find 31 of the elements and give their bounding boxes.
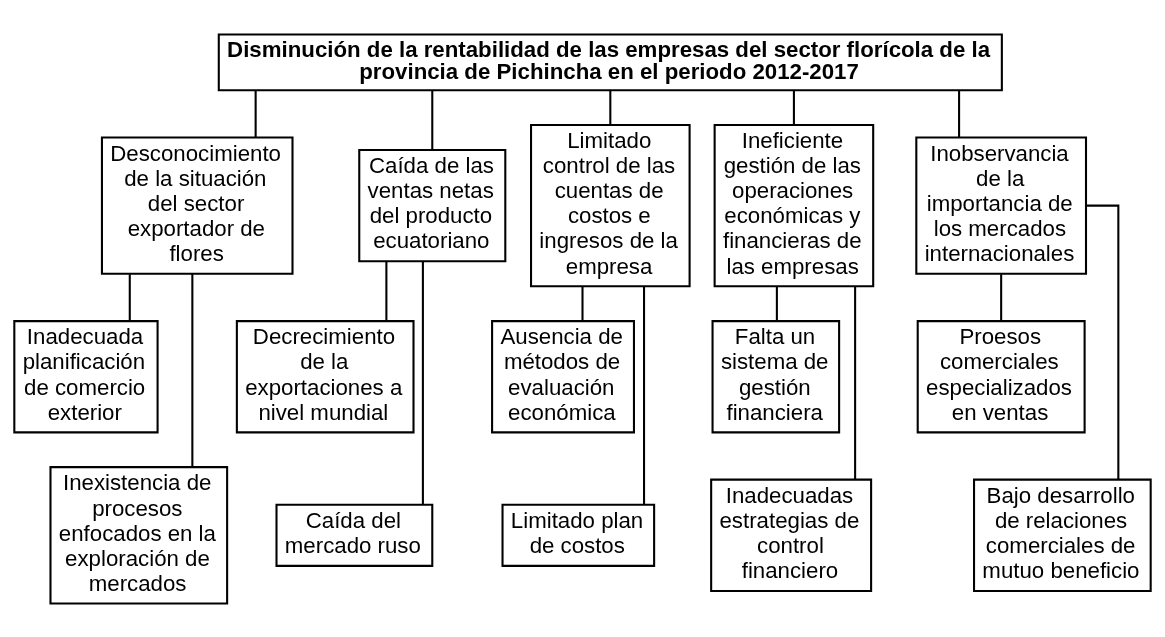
connector — [792, 90, 795, 124]
connector — [385, 261, 388, 321]
connector — [128, 273, 131, 321]
node-box: Bajo desarrollo de relaciones comerciales de mutuo beneficio — [973, 478, 1152, 592]
node-box: Proesos comerciales especializados en ventas — [916, 319, 1086, 433]
node-box: Inobservancia de la importancia de los mercados internacionales — [915, 135, 1088, 275]
node-box: Ineficiente gestión de las operaciones económicas y financieras de las empresas — [713, 123, 875, 287]
connector — [581, 286, 584, 321]
node-box: Ausencia de métodos de evaluación económica — [491, 319, 635, 433]
connector — [958, 90, 961, 137]
node-box: Limitado plan de costos — [501, 503, 656, 567]
node-box: Disminución de la rentabilidad de las empresas del sector florícola de la provincia de Pichincha en el periodo 2012-2017 — [217, 33, 1003, 91]
node-box: Inadecuadas estrategias de control financiero — [710, 478, 873, 592]
connector — [191, 273, 194, 467]
node-box: Decrecimiento de la exportaciones a nivel mundial — [235, 319, 415, 433]
node-box: Inadecuada planificación de comercio exterior — [13, 319, 159, 433]
connector — [421, 261, 424, 504]
connector — [1086, 204, 1120, 479]
connector — [609, 90, 612, 124]
node-box: Limitado control de las cuentas de costos e ingresos de la empresa — [530, 123, 691, 287]
connector — [1000, 273, 1003, 321]
node-box: Inexistencia de procesos enfocados en la exploración de mercados — [49, 465, 229, 604]
node-box: Caída de las ventas netas del producto ecuatoriano — [358, 148, 507, 262]
node-box: Falta un sistema de gestión financiera — [711, 319, 841, 433]
connector — [775, 286, 778, 321]
connector — [254, 90, 257, 137]
connector — [854, 286, 857, 479]
connector — [643, 286, 646, 504]
connector — [431, 90, 434, 150]
node-box: Caída del mercado ruso — [275, 503, 434, 567]
node-box: Desconocimiento de la situación del sector exportador de flores — [100, 135, 294, 275]
